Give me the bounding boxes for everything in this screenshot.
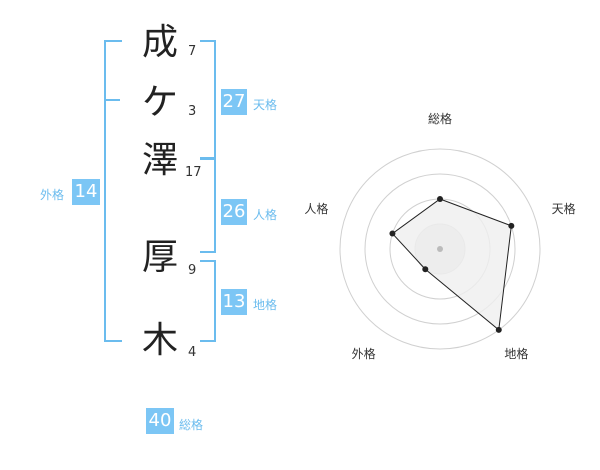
chikaku-bracket	[200, 260, 216, 342]
gaikaku-value-badge: 14	[72, 179, 100, 205]
radar-point-5	[389, 230, 396, 237]
radar-point-3	[495, 326, 502, 333]
radar-axis-label-4: 外格	[352, 346, 376, 361]
radar-point-4	[422, 266, 429, 273]
radar-point-1	[437, 196, 443, 202]
name-char-1: 成	[141, 22, 178, 63]
name-char-2: ケ	[141, 82, 178, 123]
name-char-5: 木	[141, 320, 178, 361]
gaikaku-bracket	[104, 40, 122, 342]
soukaku-value-badge: 40	[146, 408, 174, 434]
gaikaku-label: 外格	[40, 188, 65, 202]
name-char-3: 澤	[141, 140, 178, 181]
stroke-count-3: 17	[185, 165, 202, 180]
radar-ring	[364, 173, 516, 325]
radar-axis-label-1: 総格	[428, 111, 452, 126]
jinkaku-value-badge: 26	[221, 199, 247, 225]
tenkaku-value-badge: 27	[221, 89, 247, 115]
radar-ring	[339, 148, 541, 350]
radar-axis-label-2: 天格	[552, 201, 576, 216]
name-char-4: 厚	[141, 237, 178, 278]
radar-point-2	[508, 222, 515, 229]
stroke-count-4: 9	[188, 263, 197, 278]
radar-center-dot	[437, 246, 443, 252]
radar-series-polygon	[391, 198, 512, 331]
tenkaku-label: 天格	[253, 98, 278, 112]
radar-axis-label-3: 地格	[504, 346, 528, 361]
chikaku-value-badge: 13	[221, 289, 247, 315]
chikaku-label: 地格	[253, 298, 278, 312]
stroke-count-5: 4	[188, 345, 197, 360]
soukaku-label: 総格	[179, 418, 204, 432]
bracket-tick	[106, 99, 120, 101]
jinkaku-label: 人格	[253, 208, 278, 222]
stroke-count-1: 7	[188, 44, 197, 59]
radar-axis-label-5: 人格	[304, 201, 328, 216]
tenkaku-bracket	[200, 40, 216, 160]
stroke-count-2: 3	[188, 104, 197, 119]
jinkaku-bracket	[200, 157, 216, 253]
